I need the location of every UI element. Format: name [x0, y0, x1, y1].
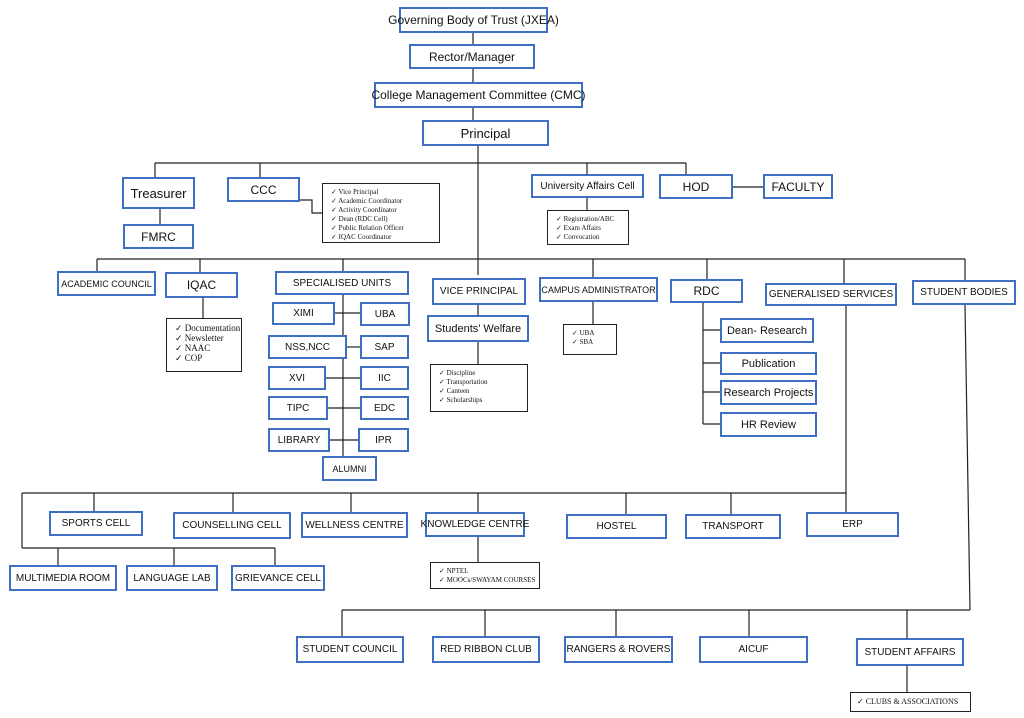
- list-item: NAAC: [175, 343, 233, 353]
- academic-council-box: ACADEMIC COUNCIL: [57, 271, 156, 296]
- list-item: Dean (RDC Cell): [331, 215, 431, 224]
- specialised-units-box: SPECIALISED UNITS: [275, 271, 409, 295]
- university-affairs-list: Registration/ABC Exam Affairs Convocatio…: [547, 210, 629, 245]
- uba-box: UBA: [360, 302, 410, 326]
- list-item: Transportation: [439, 378, 519, 387]
- student-council-box: STUDENT COUNCIL: [296, 636, 404, 663]
- ccc-box: CCC: [227, 177, 300, 202]
- iic-box: IIC: [360, 366, 409, 390]
- list-item: Documentation: [175, 323, 241, 333]
- cmc-box: College Management Committee (CMC): [371, 82, 586, 108]
- red-ribbon-club-box: RED RIBBON CLUB: [432, 636, 540, 663]
- principal-box: Principal: [422, 120, 549, 146]
- hod-box: HOD: [659, 174, 733, 199]
- campus-administrator-box: CAMPUS ADMINISTRATOR: [539, 277, 658, 302]
- list-item: Convocation: [556, 233, 620, 242]
- multimedia-room-box: MULTIMEDIA ROOM: [9, 565, 117, 591]
- rector-manager-box: Rector/Manager: [409, 44, 535, 69]
- governing-body-box: Governing Body of Trust (JXEA): [388, 7, 559, 33]
- library-box: LIBRARY: [268, 428, 330, 452]
- vice-principal-box: VICE PRINCIPAL: [432, 278, 526, 305]
- list-item: IQAC Coordinator: [331, 233, 431, 242]
- counselling-cell-box: COUNSELLING CELL: [173, 512, 291, 539]
- language-lab-box: LANGUAGE LAB: [126, 565, 218, 591]
- erp-box: ERP: [806, 512, 899, 537]
- tipc-box: TIPC: [268, 396, 328, 420]
- campus-admin-list: UBA SBA: [563, 324, 617, 355]
- list-item: Academic Coordinator: [331, 197, 431, 206]
- edc-box: EDC: [360, 396, 409, 420]
- students-welfare-list: Discipline Transportation Canteen Schola…: [430, 364, 528, 412]
- list-item: MOOCs/SWAYAM COURSES: [439, 576, 536, 585]
- research-projects-box: Research Projects: [720, 380, 817, 405]
- grievance-cell-box: GRIEVANCE CELL: [231, 565, 325, 591]
- sports-cell-box: SPORTS CELL: [49, 511, 143, 536]
- xvi-box: XVI: [268, 366, 326, 390]
- list-item: Canteen: [439, 387, 519, 396]
- rdc-box: RDC: [670, 279, 743, 303]
- generalised-services-box: GENERALISED SERVICES: [765, 283, 897, 306]
- hostel-box: HOSTEL: [566, 514, 667, 539]
- list-item: Discipline: [439, 369, 519, 378]
- students-welfare-box: Students’ Welfare: [427, 315, 529, 342]
- hr-review-box: HR Review: [720, 412, 817, 437]
- iqac-box: IQAC: [165, 272, 238, 298]
- publication-box: Publication: [720, 352, 817, 375]
- list-item: COP: [175, 353, 233, 363]
- list-item: Activity Coordinator: [331, 206, 431, 215]
- list-item: CLUBS & ASSOCIATIONS: [857, 697, 964, 707]
- list-item: Newsletter: [175, 333, 233, 343]
- knowledge-centre-box: KNOWLEDGE CENTRE: [421, 512, 529, 537]
- alumni-box: ALUMNI: [322, 456, 377, 481]
- faculty-box: FACULTY: [763, 174, 833, 199]
- iqac-list: Documentation Newsletter NAAC COP: [166, 318, 242, 372]
- transport-box: TRANSPORT: [685, 514, 781, 539]
- knowledge-centre-list: NPTEL MOOCs/SWAYAM COURSES: [430, 562, 540, 589]
- student-affairs-list: CLUBS & ASSOCIATIONS: [850, 692, 971, 712]
- rangers-rovers-box: RANGERS & ROVERS: [564, 636, 673, 663]
- sap-box: SAP: [360, 335, 409, 359]
- list-item: Exam Affairs: [556, 224, 620, 233]
- list-item: Registration/ABC: [556, 215, 620, 224]
- nss-ncc-box: NSS,NCC: [268, 335, 347, 359]
- list-item: SBA: [572, 338, 608, 347]
- list-item: Public Relation Officer: [331, 224, 431, 233]
- ipr-box: IPR: [358, 428, 409, 452]
- student-affairs-box: STUDENT AFFAIRS: [856, 638, 964, 666]
- student-bodies-box: STUDENT BODIES: [912, 280, 1016, 305]
- list-item: Vice Principal: [331, 188, 431, 197]
- aicuf-box: AICUF: [699, 636, 808, 663]
- ccc-role-list: Vice Principal Academic Coordinator Acti…: [322, 183, 440, 243]
- university-affairs-box: University Affairs Cell: [531, 174, 644, 198]
- list-item: NPTEL: [439, 567, 531, 576]
- list-item: Scholarships: [439, 396, 519, 405]
- wellness-centre-box: WELLNESS CENTRE: [301, 512, 408, 538]
- list-item: UBA: [572, 329, 608, 338]
- fmrc-box: FMRC: [123, 224, 194, 249]
- dean-research-box: Dean- Research: [720, 318, 814, 343]
- treasurer-box: Treasurer: [122, 177, 195, 209]
- ximi-box: XIMI: [272, 302, 335, 325]
